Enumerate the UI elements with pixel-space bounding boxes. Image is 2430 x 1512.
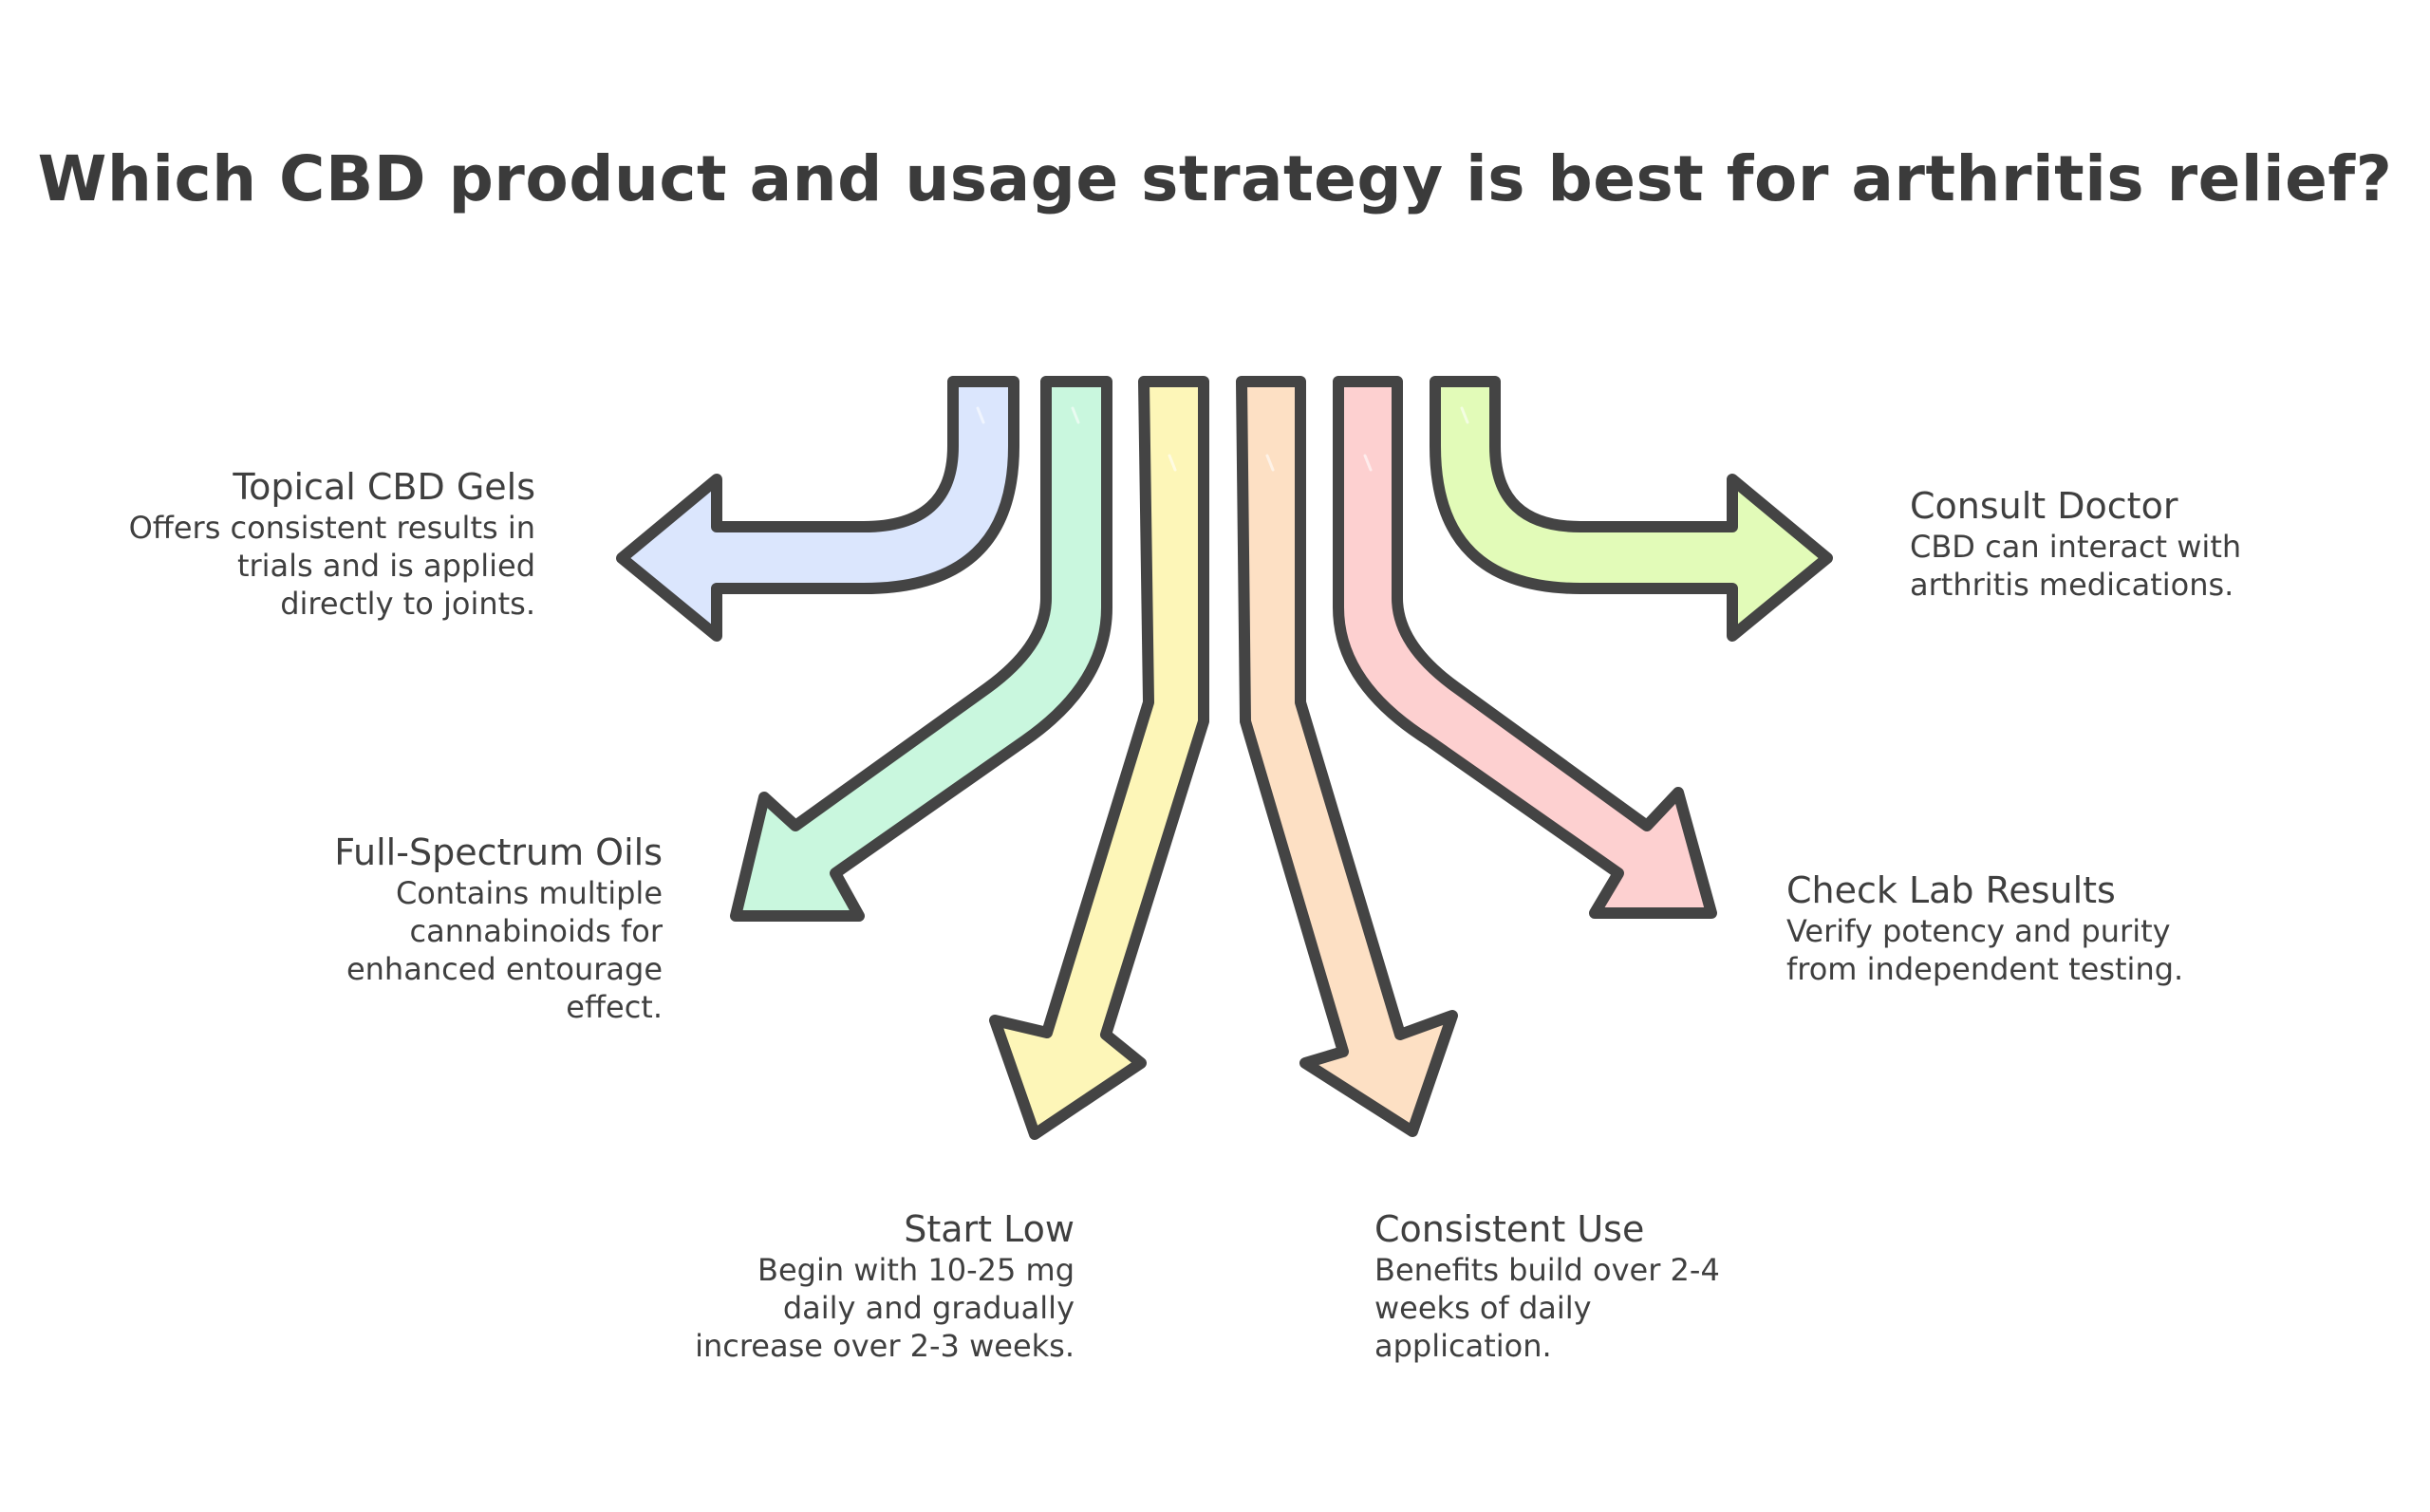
option-topical: Topical CBD Gels Offers consistent resul…	[4, 465, 535, 623]
option-start-low: Start Low Begin with 10-25 mg daily and …	[638, 1207, 1075, 1365]
option-description: Offers consistent results in trials and …	[128, 510, 535, 622]
option-description: Begin with 10-25 mg daily and gradually …	[695, 1252, 1075, 1364]
diagram-title: Which CBD product and usage strategy is …	[37, 142, 2393, 215]
option-heading: Topical CBD Gels	[233, 466, 535, 508]
option-check-lab: Check Lab Results Verify potency and pur…	[1786, 868, 2261, 988]
arrow-topical	[616, 376, 1019, 642]
option-full-spectrum: Full-Spectrum Oils Contains multiple can…	[226, 831, 663, 1026]
option-heading: Check Lab Results	[1786, 869, 2116, 911]
arrow-start-low	[989, 376, 1209, 1140]
option-description: Contains multiple cannabinoids for enhan…	[346, 875, 663, 1025]
option-heading: Start Low	[904, 1208, 1075, 1250]
option-consistent-use: Consistent Use Benefits build over 2-4 w…	[1374, 1207, 1811, 1365]
option-heading: Full-Spectrum Oils	[334, 831, 663, 873]
option-description: CBD can interact with arthritis medicati…	[1910, 529, 2242, 603]
option-heading: Consult Doctor	[1910, 485, 2178, 527]
option-description: Verify potency and purity from independe…	[1786, 913, 2184, 987]
option-consult-doctor: Consult Doctor CBD can interact with art…	[1910, 484, 2346, 604]
arrow-consult-doctor	[1430, 376, 1833, 642]
option-heading: Consistent Use	[1374, 1208, 1645, 1250]
arrow-check-lab	[1333, 376, 1717, 919]
arrow-full-spectrum	[730, 376, 1112, 922]
option-description: Benefits build over 2-4 weeks of daily a…	[1374, 1252, 1720, 1364]
arrow-consistent-use	[1236, 376, 1458, 1137]
